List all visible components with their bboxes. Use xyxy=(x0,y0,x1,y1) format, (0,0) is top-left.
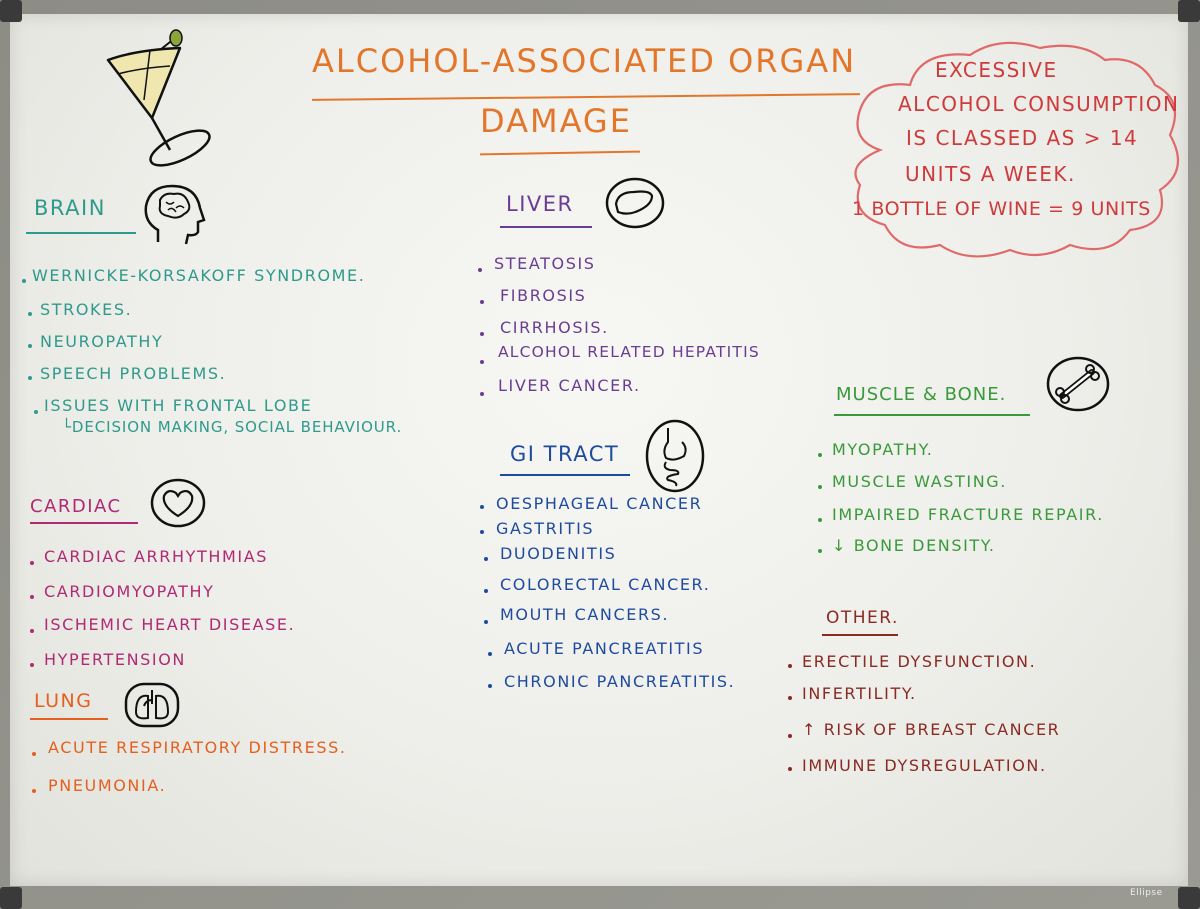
gi-item-5: Mouth cancers. xyxy=(500,605,670,624)
note-cloud-outline xyxy=(854,41,1180,258)
liver-item-1: Steatosis xyxy=(494,254,596,273)
liver-item-2: Fibrosis xyxy=(500,286,587,305)
lung-bullet xyxy=(32,752,36,756)
muscle-item-2: Muscle wasting. xyxy=(832,472,1007,491)
gi-bullet xyxy=(488,652,492,656)
brain-bullet xyxy=(34,410,38,414)
other-bullet xyxy=(788,664,792,668)
gi-heading-underline xyxy=(500,474,630,476)
liver-item-5: Liver cancer. xyxy=(498,376,641,395)
other-heading: Other. xyxy=(826,608,899,628)
board-corner-top-left xyxy=(0,0,22,22)
brain-bullet xyxy=(22,279,26,283)
brain-item-5: Issues with frontal lobe xyxy=(44,396,313,415)
cardiac-bullet xyxy=(30,595,34,599)
liver-bullet xyxy=(478,268,482,272)
gi-item-6: Acute pancreatitis xyxy=(504,639,705,658)
cardiac-item-4: Hypertension xyxy=(44,650,187,669)
martini-glass-icon xyxy=(106,29,211,167)
muscle-bullet xyxy=(818,485,822,489)
muscle-heading: Muscle & Bone. xyxy=(836,384,1007,405)
gi-bullet xyxy=(484,620,488,624)
note-line-1: Excessive xyxy=(935,58,1058,82)
cardiac-item-3: Ischemic heart disease. xyxy=(44,615,296,634)
gi-item-7: Chronic pancreatitis. xyxy=(504,672,736,691)
other-bullet xyxy=(788,767,792,771)
stomach-icon xyxy=(645,419,705,493)
cardiac-item-1: Cardiac arrhythmias xyxy=(44,547,269,566)
muscle-item-1: Myopathy. xyxy=(832,440,934,459)
title-line-2: Damage xyxy=(480,102,632,140)
note-line-2: Alcohol consumption xyxy=(898,92,1180,116)
board-corner-top-right xyxy=(1178,0,1200,22)
brain-head-icon xyxy=(144,184,206,245)
gi-item-3: Duodenitis xyxy=(500,544,617,563)
other-bullet xyxy=(788,696,792,700)
gi-item-1: Oesphageal cancer xyxy=(496,494,703,513)
brain-bullet xyxy=(28,312,32,316)
brain-bullet xyxy=(28,344,32,348)
note-line-4: units a week. xyxy=(905,162,1076,186)
brain-item-4: Speech problems. xyxy=(40,364,227,383)
cardiac-heading-underline xyxy=(30,522,138,524)
liver-bullet xyxy=(480,332,484,336)
liver-heading: Liver xyxy=(506,192,574,216)
lung-item-1: Acute respiratory distress. xyxy=(48,738,347,757)
lung-heading-underline xyxy=(30,718,108,720)
muscle-item-3: Impaired fracture repair. xyxy=(832,505,1104,524)
gi-bullet xyxy=(488,684,492,688)
bone-icon xyxy=(1046,356,1110,412)
cardiac-bullet xyxy=(30,629,34,633)
lung-bullet xyxy=(32,789,36,793)
liver-bullet xyxy=(480,392,484,396)
gi-bullet xyxy=(484,557,488,561)
note-line-5: 1 bottle of wine = 9 units xyxy=(852,198,1151,220)
brain-heading-underline xyxy=(26,232,136,234)
heart-icon xyxy=(150,478,206,528)
liver-icon xyxy=(605,177,665,229)
brain-item-3: Neuropathy xyxy=(40,332,164,351)
muscle-bullet xyxy=(818,453,822,457)
muscle-heading-underline xyxy=(834,414,1030,416)
brain-item-2: Strokes. xyxy=(40,300,133,319)
muscle-item-4: ↓ Bone density. xyxy=(832,536,996,555)
brain-heading: Brain xyxy=(34,196,106,220)
gi-item-4: Colorectal cancer. xyxy=(500,575,711,594)
whiteboard-surface xyxy=(10,14,1188,886)
liver-item-4: Alcohol related hepatitis xyxy=(498,343,760,361)
lung-heading: Lung xyxy=(34,690,93,712)
liver-item-3: Cirrhosis. xyxy=(500,318,609,337)
gi-bullet xyxy=(480,505,484,509)
gi-bullet xyxy=(480,530,484,534)
gi-heading: GI Tract xyxy=(510,442,620,466)
liver-bullet xyxy=(480,360,484,364)
other-heading-underline xyxy=(822,634,898,636)
cardiac-item-2: Cardiomyopathy xyxy=(44,582,215,601)
board-corner-bottom-left xyxy=(0,887,22,909)
brain-bullet xyxy=(28,376,32,380)
note-line-3: is classed as > 14 xyxy=(906,126,1139,150)
title-line-1: Alcohol-Associated Organ xyxy=(312,42,857,80)
board-corner-bottom-right xyxy=(1178,887,1200,909)
other-bullet xyxy=(788,734,792,738)
gi-bullet xyxy=(484,589,488,593)
liver-heading-underline xyxy=(500,226,592,228)
lung-item-2: Pneumonia. xyxy=(48,776,167,795)
muscle-bullet xyxy=(818,549,822,553)
other-item-1: Erectile dysfunction. xyxy=(802,652,1037,671)
muscle-bullet xyxy=(818,518,822,522)
brain-item-1: Wernicke-Korsakoff syndrome. xyxy=(32,266,366,285)
other-item-2: Infertility. xyxy=(802,684,917,703)
other-item-3: ↑ Risk of breast cancer xyxy=(802,720,1061,739)
gi-item-2: Gastritis xyxy=(496,519,595,538)
board-brand-label: Ellipse xyxy=(1130,888,1163,898)
lungs-icon xyxy=(124,682,180,728)
brain-item-6: └Decision making, social behaviour. xyxy=(62,418,403,436)
other-item-4: Immune dysregulation. xyxy=(802,756,1047,775)
cardiac-heading: Cardiac xyxy=(30,496,122,517)
liver-bullet xyxy=(480,300,484,304)
cardiac-bullet xyxy=(30,561,34,565)
cardiac-bullet xyxy=(30,663,34,667)
